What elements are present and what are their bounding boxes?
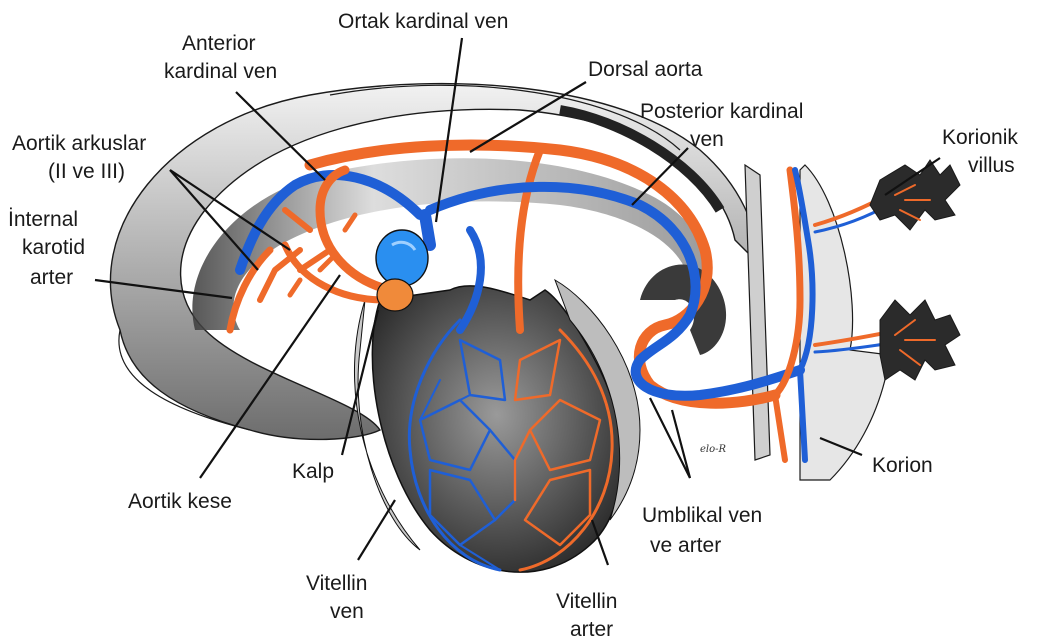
- label-anterior-kardinal-ven-line1: Anterior: [182, 32, 256, 55]
- label-korion: Korion: [872, 454, 933, 477]
- label-aortik-kese: Aortik kese: [128, 490, 232, 513]
- label-vitellin-arter-line2: arter: [570, 618, 613, 641]
- label-internal-karotid-line1: İnternal: [8, 208, 78, 231]
- label-internal-karotid-line2: karotid: [22, 236, 85, 259]
- label-korionik-villus-line2: villus: [968, 154, 1015, 177]
- label-aortik-arkuslar-line1: Aortik arkuslar: [12, 132, 146, 155]
- label-ortak-kardinal-ven: Ortak kardinal ven: [338, 10, 508, 33]
- artist-signature: elo-R: [700, 444, 727, 455]
- label-internal-karotid-line3: arter: [30, 266, 73, 289]
- label-vitellin-ven-line1: Vitellin: [306, 572, 367, 595]
- label-umblikal-line2: ve arter: [650, 534, 721, 557]
- label-vitellin-arter-line1: Vitellin: [556, 590, 617, 613]
- label-dorsal-aorta: Dorsal aorta: [588, 58, 703, 81]
- label-vitellin-ven-line2: ven: [330, 600, 364, 623]
- label-posterior-kardinal-ven-line1: Posterior kardinal: [640, 100, 803, 123]
- label-korionik-villus-line1: Korionik: [942, 126, 1018, 149]
- label-anterior-kardinal-ven-line2: kardinal ven: [164, 60, 277, 83]
- yolk-sac: [354, 280, 640, 572]
- label-kalp: Kalp: [292, 460, 334, 483]
- label-umblikal-line1: Umblikal ven: [642, 504, 762, 527]
- label-aortik-arkuslar-line2: (II ve III): [48, 160, 125, 183]
- label-posterior-kardinal-ven-line2: ven: [690, 128, 724, 151]
- common-cardinal-vein: [425, 215, 430, 245]
